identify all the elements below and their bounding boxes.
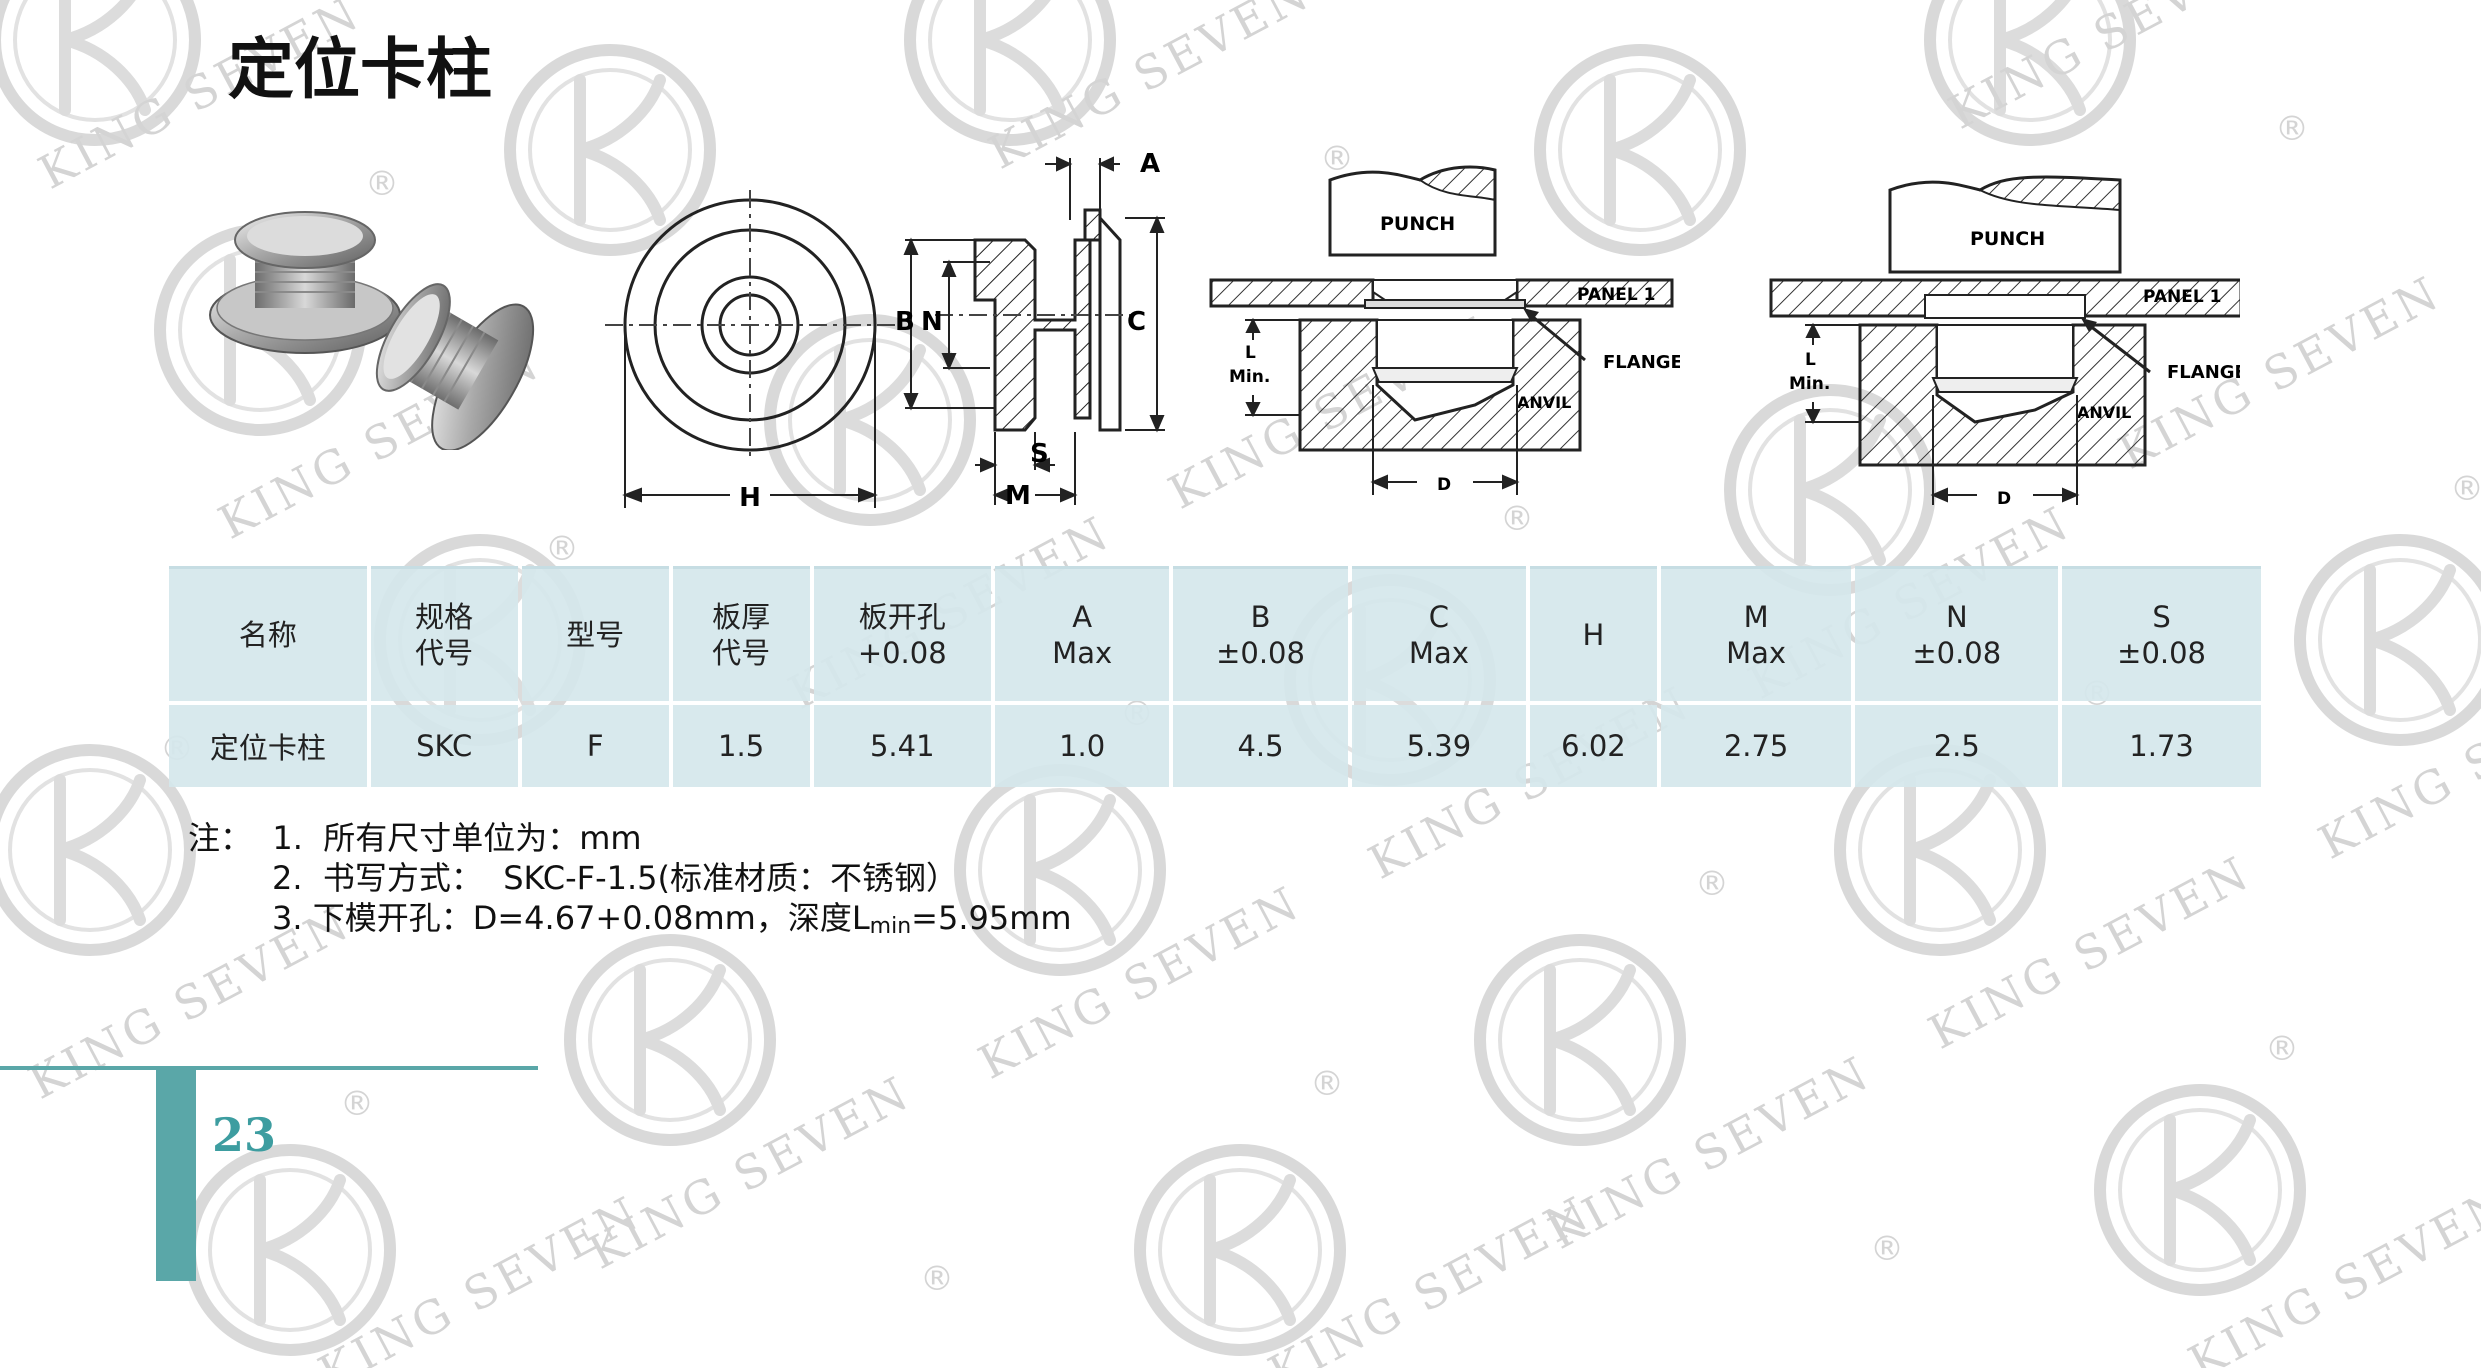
header-cell: B ±0.08 bbox=[1173, 566, 1348, 701]
table-cell: 5.39 bbox=[1351, 705, 1527, 787]
header-cell: M Max bbox=[1660, 566, 1852, 701]
panel-label-2: PANEL 1 bbox=[2143, 287, 2221, 307]
svg-text:KING SEVEN: KING SEVEN bbox=[2180, 1175, 2481, 1368]
svg-text:®: ® bbox=[1500, 499, 1534, 539]
dim-d-label-2: D bbox=[1997, 489, 2011, 509]
notes-label: 注： bbox=[188, 819, 253, 857]
note-line-1: 注： 1. 所有尺寸单位为：mm bbox=[188, 818, 1072, 858]
header-cell: N ±0.08 bbox=[1855, 566, 2059, 701]
side-section-drawing: A B N C S M bbox=[895, 149, 1165, 511]
table-cell: 1.0 bbox=[994, 705, 1170, 787]
header-cell: A Max bbox=[994, 566, 1170, 701]
dim-l-label-2: L bbox=[1805, 350, 1816, 370]
svg-text:®: ® bbox=[1310, 1064, 1344, 1104]
flange-label-2: FLANGE bbox=[2167, 362, 2240, 383]
svg-text:KING SEVEN: KING SEVEN bbox=[1920, 845, 2260, 1060]
min-label: Min. bbox=[1229, 367, 1270, 387]
svg-text:®: ® bbox=[2450, 469, 2481, 509]
dim-l-label: L bbox=[1245, 343, 1256, 363]
table-cell: 2.75 bbox=[1660, 705, 1852, 787]
svg-text:®: ® bbox=[1695, 864, 1729, 904]
note-text: 书写方式： SKC-F-1.5(标准材质：不锈钢） bbox=[322, 859, 958, 897]
stud-right bbox=[375, 283, 535, 450]
footer-divider bbox=[0, 1066, 538, 1070]
svg-text:®: ® bbox=[920, 1259, 954, 1299]
page-title: 定位卡柱 bbox=[228, 31, 492, 108]
table-cell: 6.02 bbox=[1530, 705, 1657, 787]
panel-label: PANEL 1 bbox=[1577, 285, 1655, 305]
table-cell: 4.5 bbox=[1173, 705, 1348, 787]
header-cell: 板开孔 +0.08 bbox=[813, 566, 991, 701]
svg-text:KING SEVEN: KING SEVEN bbox=[1940, 0, 2280, 140]
svg-text:KING SEVEN: KING SEVEN bbox=[580, 1065, 920, 1280]
footer-accent-bar bbox=[156, 1068, 196, 1281]
header-cell: 板厚 代号 bbox=[672, 566, 810, 701]
anvil-label-2: ANVIL bbox=[2077, 403, 2131, 422]
header-cell: 规格 代号 bbox=[370, 566, 518, 701]
svg-text:®: ® bbox=[365, 164, 399, 204]
table-cell: 2.5 bbox=[1855, 705, 2059, 787]
svg-text:®: ® bbox=[340, 1084, 374, 1124]
anvil-label: ANVIL bbox=[1517, 393, 1571, 412]
product-photo bbox=[209, 211, 535, 450]
note-number: 3. bbox=[272, 899, 303, 937]
header-cell: H bbox=[1530, 566, 1657, 701]
min-label-2: Min. bbox=[1789, 374, 1830, 394]
dim-d-label: D bbox=[1437, 475, 1451, 495]
dim-h-label: H bbox=[739, 483, 761, 513]
table-cell: 定位卡柱 bbox=[169, 705, 367, 787]
svg-text:®: ® bbox=[2265, 1029, 2299, 1069]
table-cell: 1.5 bbox=[672, 705, 810, 787]
note-text: 下模开孔：D=4.67+0.08mm，深度L bbox=[312, 899, 870, 937]
dim-n-label: N bbox=[921, 307, 943, 337]
header-cell: 型号 bbox=[521, 566, 669, 701]
page-number: 23 bbox=[212, 1108, 277, 1162]
svg-text:KING SEVEN: KING SEVEN bbox=[310, 1185, 650, 1368]
header-cell: C Max bbox=[1351, 566, 1527, 701]
dim-s-label: S bbox=[1030, 439, 1049, 469]
installation-drawing-2: PUNCH PANEL 1 ANVIL FLANGE L Min. D bbox=[1769, 175, 2240, 509]
punch-label-2: PUNCH bbox=[1970, 228, 2045, 250]
dim-a-label: A bbox=[1140, 149, 1160, 179]
table-row: 定位卡柱 SKC F 1.5 5.41 1.0 4.5 5.39 6.02 2.… bbox=[169, 705, 2261, 787]
note-number: 1. bbox=[272, 819, 303, 857]
front-view-drawing: H bbox=[605, 190, 895, 513]
svg-text:KING SEVEN: KING SEVEN bbox=[2310, 655, 2481, 870]
svg-text:KING SEVEN: KING SEVEN bbox=[1260, 1185, 1600, 1368]
installation-drawing-1: PUNCH PANEL 1 ANVIL FLANGE L Min. D bbox=[1209, 165, 1680, 495]
table-cell: F bbox=[521, 705, 669, 787]
note-text: =5.95mm bbox=[911, 899, 1072, 937]
note-number: 2. bbox=[272, 859, 303, 897]
svg-text:®: ® bbox=[1870, 1229, 1904, 1269]
dim-b-label: B bbox=[895, 307, 915, 337]
table-cell: 5.41 bbox=[813, 705, 991, 787]
spec-table: 名称 规格 代号 型号 板厚 代号 板开孔 +0.08 A Max B ±0.0… bbox=[165, 562, 2265, 791]
table-header-row: 名称 规格 代号 型号 板厚 代号 板开孔 +0.08 A Max B ±0.0… bbox=[169, 566, 2261, 701]
flange-label: FLANGE bbox=[1603, 352, 1680, 373]
svg-text:KING SEVEN: KING SEVEN bbox=[1540, 1045, 1880, 1260]
dim-c-label: C bbox=[1127, 307, 1146, 337]
note-text: 所有尺寸单位为：mm bbox=[323, 819, 642, 857]
note-line-2: 2. 书写方式： SKC-F-1.5(标准材质：不锈钢） bbox=[188, 858, 1072, 898]
notes-block: 注： 1. 所有尺寸单位为：mm 2. 书写方式： SKC-F-1.5(标准材质… bbox=[188, 818, 1072, 947]
header-cell: 名称 bbox=[169, 566, 367, 701]
table-cell: SKC bbox=[370, 705, 518, 787]
note-subscript: min bbox=[869, 914, 912, 939]
header-cell: S ±0.08 bbox=[2062, 566, 2261, 701]
note-line-3: 3. 下模开孔：D=4.67+0.08mm，深度Lmin=5.95mm bbox=[188, 898, 1072, 947]
dim-m-label: M bbox=[1005, 481, 1031, 511]
table-cell: 1.73 bbox=[2062, 705, 2261, 787]
punch-label: PUNCH bbox=[1380, 213, 1455, 235]
svg-text:®: ® bbox=[2275, 109, 2309, 149]
stud-left bbox=[209, 211, 401, 354]
